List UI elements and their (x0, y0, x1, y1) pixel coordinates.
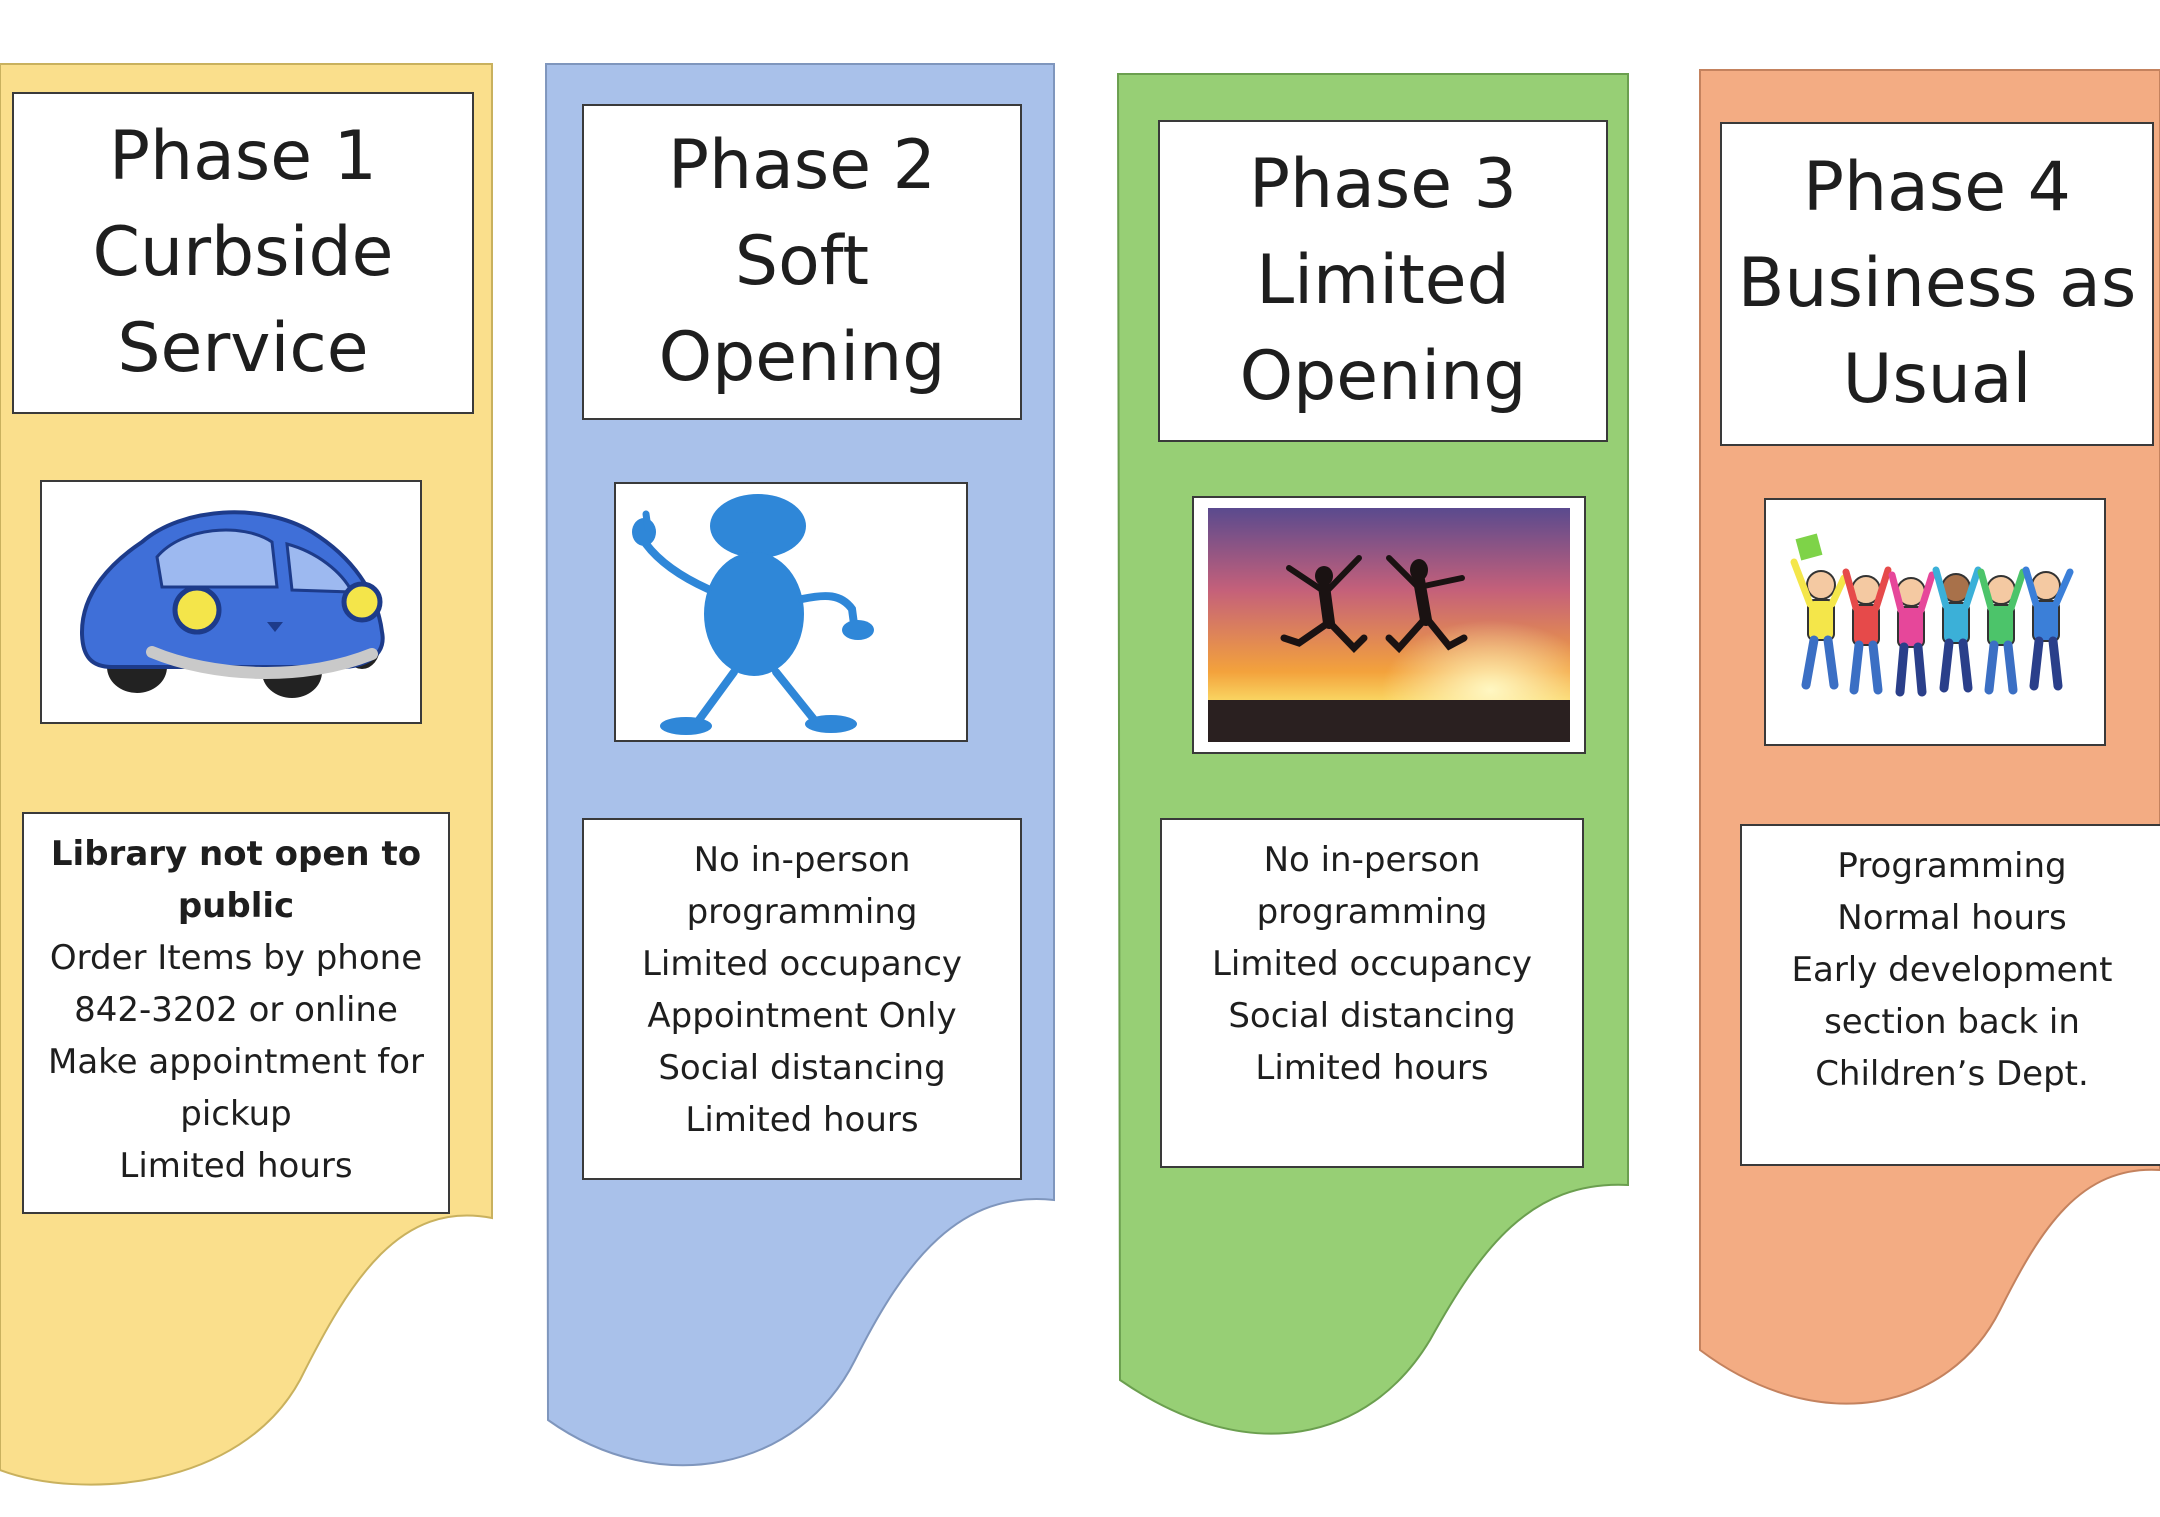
phase-3-title: Phase 3 Limited Opening (1158, 120, 1608, 442)
phase-4-title: Phase 4 Business as Usual (1720, 122, 2154, 446)
jumping-sunset-icon (1208, 508, 1570, 742)
cheering-kids-icon (1766, 500, 2104, 744)
phase-3-line-1: No in-person (1263, 840, 1481, 880)
phase-2-title-line-3: Opening (658, 318, 946, 397)
phase-4-title-line-1: Phase 4 (1803, 148, 2071, 227)
phase-3-line-3: Limited occupancy (1211, 944, 1533, 984)
phase-1-description: Library not open to public Order Items b… (22, 812, 450, 1214)
phase-1-image (40, 480, 422, 724)
phase-3-image (1192, 496, 1586, 754)
phase-1-line-3: Make appointment for (48, 1042, 424, 1082)
phase-3-line-5: Limited hours (1255, 1048, 1489, 1088)
phase-4-line-1: Programming (1837, 846, 2067, 886)
phase-4-line-3: Early development (1791, 950, 2113, 990)
phase-1-title-line-1: Phase 1 (109, 117, 377, 196)
phase-4-line-5: Children’s Dept. (1815, 1054, 2089, 1094)
phase-2-title: Phase 2 Soft Opening (582, 104, 1022, 420)
phase-2-line-1: No in-person (693, 840, 911, 880)
phase-1-bold-line-1: Library not open to (50, 834, 422, 874)
phase-2-line-5: Social distancing (658, 1048, 946, 1088)
phase-4-line-2: Normal hours (1837, 898, 2067, 938)
stick-figure-icon (616, 484, 966, 740)
phase-1-title-line-2: Curbside (92, 213, 394, 292)
phase-2-line-2: programming (686, 892, 918, 932)
phase-1-bold-line-2: public (177, 886, 295, 926)
phase-3-line-4: Social distancing (1228, 996, 1516, 1036)
phase-1-line-1: Order Items by phone (49, 938, 423, 978)
phase-3-title-line-1: Phase 3 (1249, 145, 1517, 224)
phase-2-title-line-2: Soft (734, 222, 870, 301)
phase-4-line-4: section back in (1824, 1002, 2080, 1042)
phase-1-line-2: 842-3202 or online (74, 990, 398, 1030)
car-icon (42, 482, 420, 722)
phase-3-title-line-3: Opening (1239, 337, 1527, 416)
phase-2-image (614, 482, 968, 742)
phase-4-title-line-2: Business as (1737, 244, 2137, 323)
phase-4-image (1764, 498, 2106, 746)
phase-2-line-4: Appointment Only (647, 996, 957, 1036)
phase-1-title-line-3: Service (117, 309, 369, 388)
phase-4-description: Programming Normal hours Early developme… (1740, 824, 2160, 1166)
phase-3-title-line-2: Limited (1256, 241, 1510, 320)
phase-2-description: No in-person programming Limited occupan… (582, 818, 1022, 1180)
phase-3-description: No in-person programming Limited occupan… (1160, 818, 1584, 1168)
phase-2-line-3: Limited occupancy (641, 944, 963, 984)
phase-2-title-line-1: Phase 2 (668, 126, 936, 205)
phase-1-line-4: pickup (180, 1094, 292, 1134)
phase-2-line-6: Limited hours (685, 1100, 919, 1140)
phase-1-title: Phase 1 Curbside Service (12, 92, 474, 414)
phase-3-line-2: programming (1256, 892, 1488, 932)
phase-4-title-line-3: Usual (1842, 340, 2032, 419)
phase-1-line-5: Limited hours (119, 1146, 353, 1186)
